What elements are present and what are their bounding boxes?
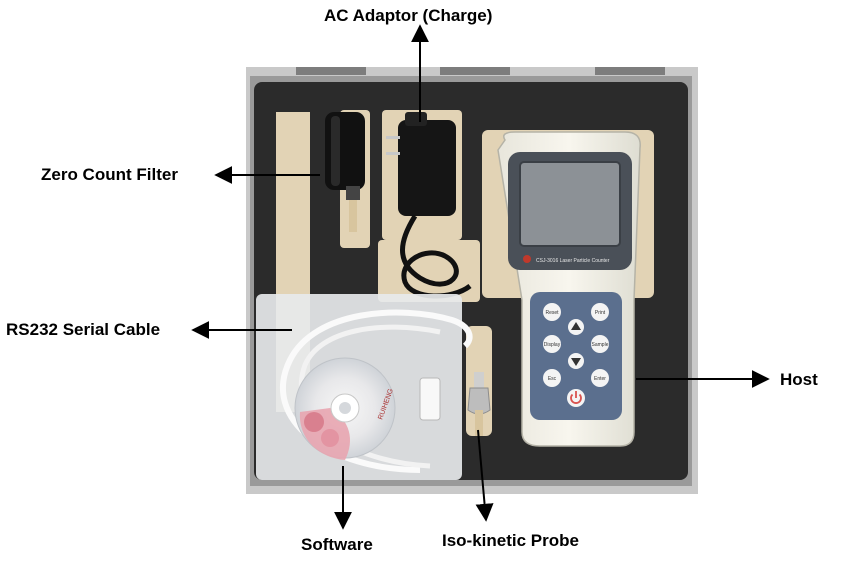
power-icon: [567, 389, 585, 407]
svg-text:Display: Display: [544, 342, 561, 348]
probe-label: Iso-kinetic Probe: [442, 531, 579, 550]
iso-kinetic-probe: [467, 372, 491, 436]
svg-text:Reset: Reset: [545, 310, 559, 316]
sample-key: Sample: [591, 335, 609, 353]
svg-text:Print: Print: [595, 310, 606, 316]
esc-key: Esc: [543, 369, 561, 387]
host-device: CSJ-3016 Laser Particle Counter: [497, 131, 641, 447]
zero-count-filter-label: Zero Count Filter: [41, 165, 178, 184]
software-cd: RUIHENG: [294, 357, 396, 460]
device-keypad: Reset Print Display Sample Esc Enter: [543, 303, 609, 407]
ac-adaptor-label: AC Adaptor (Charge): [324, 6, 493, 25]
svg-text:Esc: Esc: [548, 376, 557, 382]
display-key: Display: [543, 335, 561, 353]
device-screen-caption: CSJ-3016 Laser Particle Counter: [536, 258, 610, 264]
down-arrow-key: [568, 353, 584, 369]
svg-text:Enter: Enter: [594, 376, 606, 382]
probe-arrow: [475, 429, 494, 522]
up-arrow-key: [568, 319, 584, 335]
annotation-arrows: [191, 24, 770, 530]
svg-text:Sample: Sample: [592, 342, 609, 348]
rs232-cable-label: RS232 Serial Cable: [6, 320, 161, 339]
host-label: Host: [780, 370, 818, 389]
software-label: Software: [301, 535, 373, 554]
print-key: Print: [591, 303, 609, 321]
reset-key: Reset: [543, 303, 561, 321]
enter-key: Enter: [591, 369, 609, 387]
zero-count-filter: [325, 112, 365, 232]
